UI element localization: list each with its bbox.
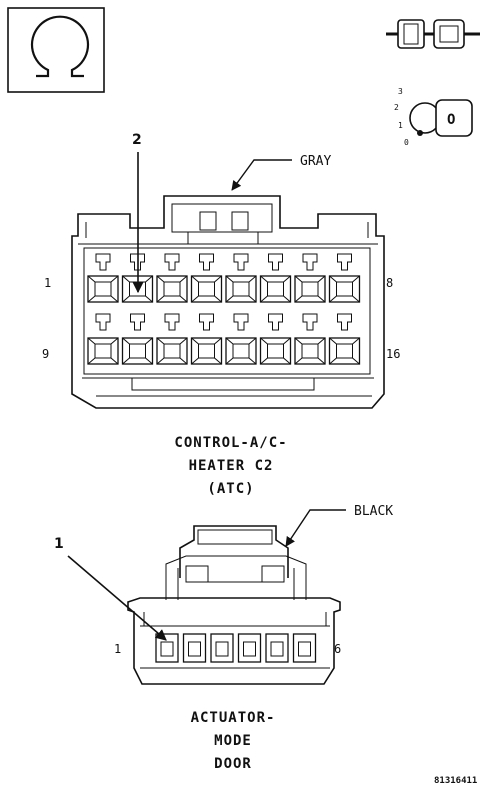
lower-title-line-1: ACTUATOR- [191,710,276,726]
upper-pin-cavity [294,253,326,303]
upper-pin-8-label: 8 [386,276,393,290]
lower-title-line-3: DOOR [214,756,252,772]
upper-connector [71,195,385,409]
lower-pin-cavity [265,633,289,663]
lower-pin-cavity [155,633,179,663]
upper-pin-cavity [225,253,257,303]
upper-pin-cavity [259,313,292,365]
upper-color-leader: GRAY [231,154,331,191]
upper-pin-cavity [121,313,154,365]
figure-id: 81316411 [434,776,477,786]
lower-title-line-2: MODE [214,733,252,749]
lower-pin-6-label: 6 [334,642,341,656]
upper-callout-number: 2 [132,132,142,148]
upper-pin-cavity [328,313,361,365]
lower-connector [127,525,341,685]
upper-title-line-3: (ATC) [207,481,254,497]
upper-pin-cavity [225,313,257,365]
upper-color-label: GRAY [300,154,331,169]
upper-pin-cavity [156,313,188,365]
upper-title-line-1: CONTROL-A/C- [174,435,287,451]
upper-pin-cavity [156,253,188,303]
svg-text:3: 3 [398,87,403,96]
svg-text:2: 2 [394,103,399,112]
lower-pin-cavities [155,633,317,663]
upper-pin-cavity [87,253,119,303]
upper-pin-1-label: 1 [44,276,51,290]
upper-pin-cavity [190,313,223,365]
ohm-icon [7,7,105,93]
upper-pin-cavity [328,253,361,303]
lower-callout: 1 [54,536,167,641]
upper-pin-cavity [259,253,292,303]
svg-text:1: 1 [398,121,403,130]
lower-color-leader: BLACK [285,504,393,547]
lower-callout-number: 1 [54,536,64,552]
upper-title-line-2: HEATER C2 [189,458,274,474]
connector-pair-icon [386,19,480,49]
svg-text:0: 0 [404,138,409,147]
upper-pin-16-label: 16 [386,347,400,361]
upper-callout: 2 [132,132,144,294]
upper-pin-cavity [190,253,223,303]
lower-pin-cavity [210,633,234,663]
upper-pin-9-label: 9 [42,347,49,361]
upper-pin-cavity [121,253,154,303]
lower-pin-cavity [292,633,317,663]
svg-text:O: O [447,112,456,128]
upper-pin-cavity [87,313,119,365]
lower-pin-1-label: 1 [114,642,121,656]
lower-pin-cavity [182,633,207,663]
lower-pin-cavity [237,633,262,663]
ignition-key-icon: 3 2 1 0 O [394,87,473,147]
lower-color-label: BLACK [354,504,393,519]
upper-pin-cavities [87,253,361,365]
upper-pin-cavity [294,313,326,365]
